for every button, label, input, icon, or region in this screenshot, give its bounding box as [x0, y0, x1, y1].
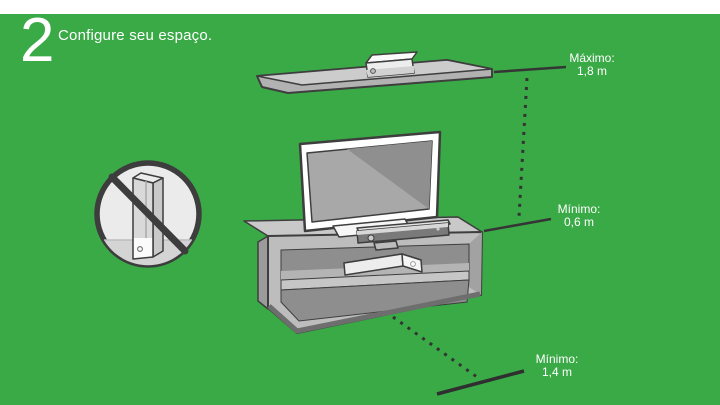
height-dashed-line: [517, 77, 529, 218]
kinect-sensor-icon: [365, 51, 418, 78]
min-height-caption: Mínimo:: [557, 202, 601, 216]
min-distance-value: 1,4 m: [541, 365, 572, 379]
min-height-label: Mínimo: 0,6 m: [539, 203, 619, 229]
min-distance-label: Mínimo: 1,4 m: [517, 353, 597, 379]
no-vertical-console-icon: [94, 160, 202, 268]
min-height-value: 0,6 m: [563, 215, 594, 229]
prohibition-slash: [108, 173, 189, 255]
tv-icon: [298, 130, 442, 238]
max-height-pointer-line: [493, 65, 567, 74]
distance-dashed-line: [392, 315, 478, 379]
top-white-bar: [0, 0, 720, 14]
min-height-pointer-line: [483, 217, 552, 233]
kinect-sensor-icon: [356, 219, 451, 251]
floor-line: [436, 369, 525, 396]
max-height-value: 1,8 m: [576, 64, 607, 78]
page-title: Configure seu espaço.: [58, 27, 213, 44]
max-height-caption: Máximo:: [569, 51, 615, 65]
xbox-console-icon: [343, 253, 423, 276]
min-distance-caption: Mínimo:: [535, 352, 579, 366]
max-height-label: Máximo: 1,8 m: [552, 52, 632, 78]
step-number: 2: [20, 6, 55, 75]
